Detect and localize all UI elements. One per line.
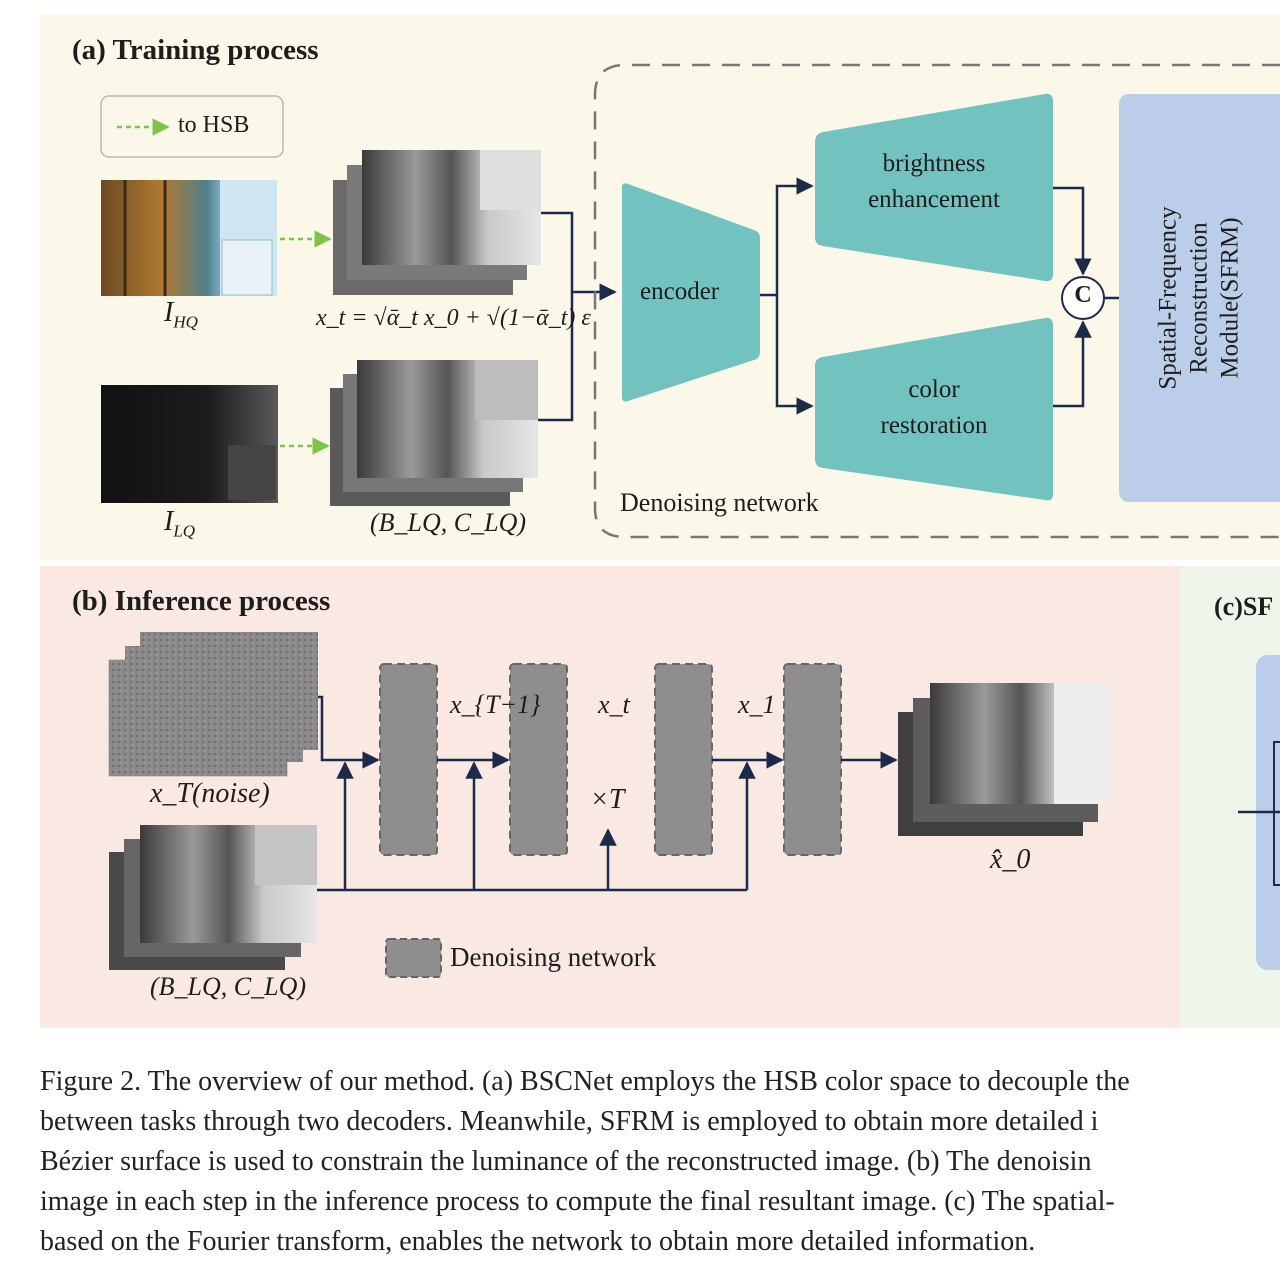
denoise-block-4 xyxy=(783,663,842,856)
brightness-enhancement-block xyxy=(815,93,1053,282)
x-1-label: x_1 xyxy=(738,690,776,719)
encoder-to-color-arrow xyxy=(775,295,814,415)
legend-box xyxy=(100,95,284,158)
encoder-to-brightness-arrow xyxy=(775,177,814,295)
denoising-network-label: Denoising network xyxy=(620,488,819,517)
color-to-concat-arrow xyxy=(1053,320,1092,408)
caption-line-3: Bézier surface is used to constrain the … xyxy=(40,1146,1092,1177)
xt-to-encoder-arrow xyxy=(541,211,617,301)
brightness-to-concat-arrow xyxy=(1053,186,1092,276)
noise-to-block1-arrow xyxy=(318,695,380,769)
legend-denoising-network-label: Denoising network xyxy=(450,942,657,972)
lq-pair-label-a: (B_LQ, C_LQ) xyxy=(370,508,527,537)
times-t-label: ×T xyxy=(590,784,625,815)
noise-label: x_T(noise) xyxy=(150,778,270,809)
legend-to-hsb-label: to HSB xyxy=(178,112,250,138)
denoise-block-3 xyxy=(654,663,713,856)
label-i-lq: ILQ xyxy=(164,506,196,541)
encoder-block xyxy=(622,183,760,402)
caption-line-2: between tasks through two decoders. Mean… xyxy=(40,1106,1099,1137)
figure-caption: Figure 2. The overview of our method. (a… xyxy=(40,1062,1280,1262)
inference-title: (b) Inference process xyxy=(72,585,331,617)
denoise-block-1 xyxy=(379,663,438,856)
label-i-hq: IHQ xyxy=(164,297,198,332)
caption-line-4: image in each step in the inference proc… xyxy=(40,1186,1115,1217)
denoising-network-border xyxy=(593,63,1280,539)
encoder-label: encoder xyxy=(640,278,720,305)
concat-label: C xyxy=(1074,282,1092,308)
caption-line-1: Figure 2. The overview of our method. (a… xyxy=(40,1066,1130,1097)
output-label: x̂_0 xyxy=(990,844,1031,875)
diagram-canvas xyxy=(100,63,1280,978)
x-t-label: x_t xyxy=(598,690,630,719)
sfrm-block xyxy=(1119,94,1280,502)
lq-to-encoder-line xyxy=(538,292,574,422)
lq-pair-label-b: (B_LQ, C_LQ) xyxy=(150,972,307,1001)
forward-equation: x_t = √ᾱ_t x_0 + √(1−ᾱ_t) ε xyxy=(316,305,591,331)
training-title: (a) Training process xyxy=(72,34,319,66)
caption-line-5: based on the Fourier transform, enables … xyxy=(40,1226,1036,1257)
color-restoration-block xyxy=(815,317,1053,501)
noise-image-stack xyxy=(140,632,318,750)
x-t-minus-1-label: x_{T−1} xyxy=(450,690,541,719)
denoise-block-2 xyxy=(509,663,568,856)
legend-gray-block xyxy=(385,938,442,978)
panel-c-title: (c)SF xyxy=(1214,592,1274,621)
